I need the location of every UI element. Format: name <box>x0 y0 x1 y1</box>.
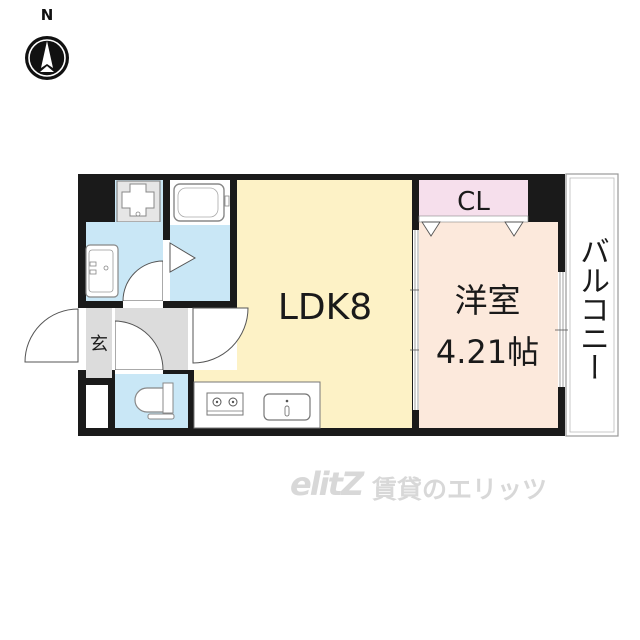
entry-door-swing <box>24 308 79 363</box>
entrance-label: 玄 <box>90 334 108 355</box>
toilet <box>115 374 188 428</box>
kitchen-counter <box>193 381 321 429</box>
western-room-label: 洋室 <box>454 281 521 320</box>
hallway <box>114 308 188 374</box>
shoe-closet <box>86 385 108 428</box>
sink-icon <box>263 393 311 421</box>
entrance <box>24 308 115 378</box>
balcony <box>565 173 619 437</box>
watermark-text: 賃貸のエリッツ <box>372 475 548 504</box>
bathroom <box>163 180 230 301</box>
washroom-door-swing <box>122 260 164 302</box>
north-label: N <box>40 6 54 24</box>
western-room <box>419 222 558 428</box>
bathroom-folding-door <box>169 242 196 273</box>
ldk-label: LDK8 <box>277 287 373 328</box>
ldk-door-swing <box>192 307 249 364</box>
western-room-size: 4.21帖 <box>435 333 540 371</box>
hallway-door-swing <box>114 320 164 371</box>
washroom <box>85 222 164 308</box>
ldk-room <box>188 180 412 428</box>
closet <box>418 180 529 237</box>
washing-machine-pan <box>115 180 163 223</box>
balcony-window <box>555 272 568 387</box>
stove-icon <box>206 392 244 416</box>
watermark-logo: elitZ <box>290 465 364 503</box>
north-arrow-icon <box>25 36 69 80</box>
closet-label: CL <box>457 187 490 217</box>
balcony-label: バルコニー <box>574 235 609 381</box>
